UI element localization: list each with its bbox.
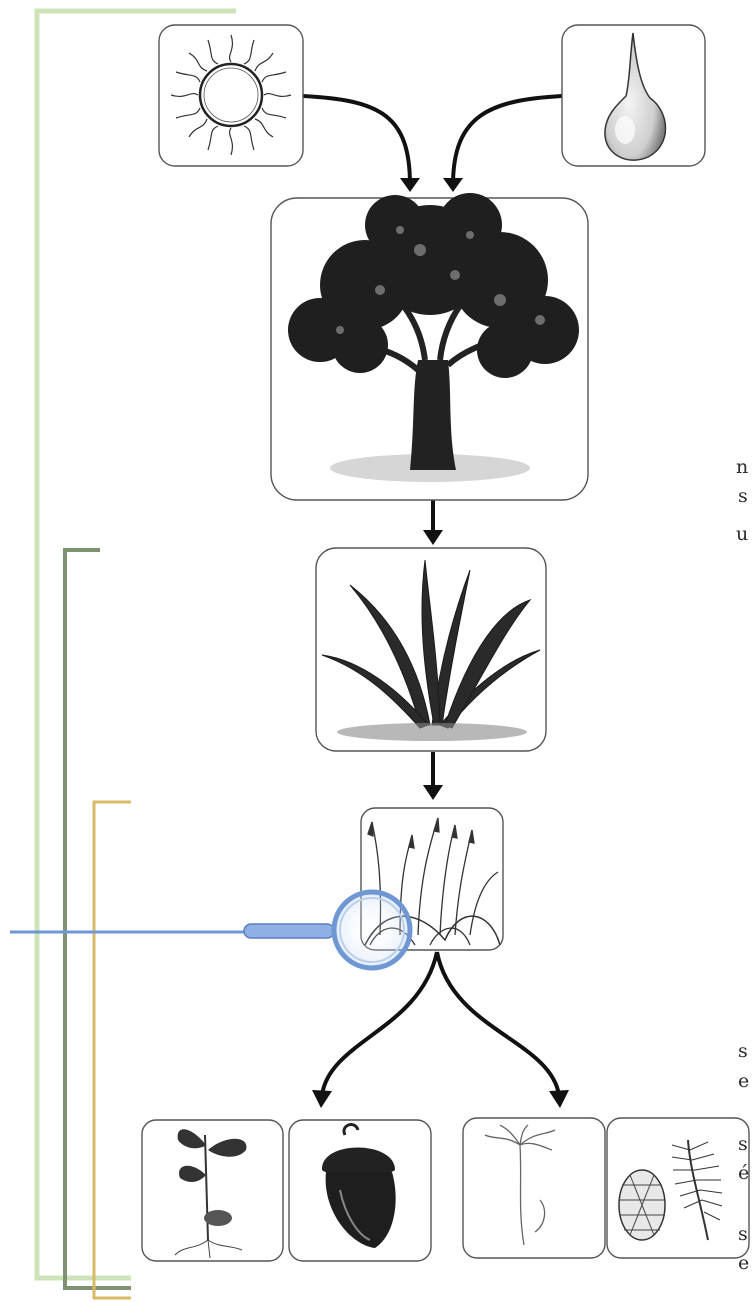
moss-icon [364, 817, 501, 946]
middle-bracket [63, 548, 131, 1290]
clipped-text-5: e [738, 1070, 750, 1092]
clipped-text-2: s [738, 485, 748, 507]
arrow-water-to-tree [451, 94, 563, 186]
acorn-card [288, 1119, 432, 1262]
magnifier [10, 889, 413, 971]
tree-card [270, 193, 589, 501]
fern-card [315, 547, 547, 752]
pinecone-icon [618, 1139, 723, 1241]
seedling-card [141, 1119, 284, 1262]
clipped-text-8: s [738, 1223, 748, 1245]
oak-seedling-icon [174, 1129, 247, 1259]
sun-icon [170, 34, 292, 156]
clipped-text-1: n [736, 456, 749, 478]
sprout-card [462, 1117, 606, 1259]
water-drop-icon [604, 32, 667, 161]
magnifier-lens [331, 889, 413, 971]
water-card [561, 24, 706, 167]
clipped-text-3: u [736, 523, 749, 545]
clipped-text-7: é [738, 1162, 750, 1184]
arrow-sun-to-tree [302, 94, 412, 186]
arrow-moss-to-pine-group [435, 951, 561, 1096]
fern-icon [321, 559, 541, 741]
clipped-text-6: s [738, 1133, 748, 1155]
acorn-icon [321, 1123, 396, 1248]
arrows [302, 94, 569, 1108]
sun-card [158, 24, 304, 167]
outer-bracket [34, 8, 236, 1281]
inner-bracket [92, 800, 131, 1300]
oak-tree-icon [288, 193, 579, 482]
pinecone-card [606, 1117, 750, 1259]
clipped-text-9: e [738, 1252, 750, 1274]
arrow-moss-to-oak-group [320, 951, 439, 1096]
pine-sprout-icon [484, 1124, 556, 1246]
clipped-text-4: s [738, 1040, 748, 1062]
